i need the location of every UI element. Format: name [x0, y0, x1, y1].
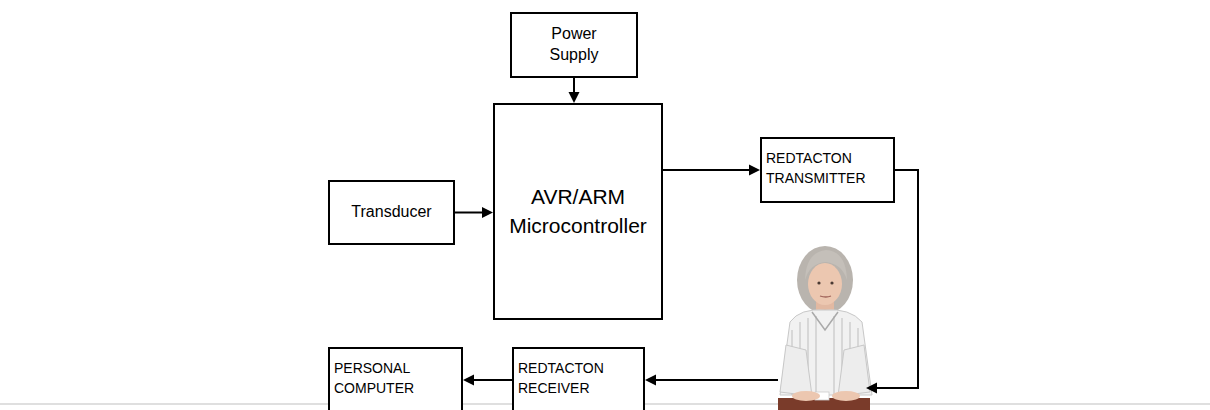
signal-arrow [645, 170, 918, 394]
power-box: Power Supply [510, 12, 638, 78]
signal-arrow [663, 165, 760, 176]
connector-line [663, 169, 751, 171]
arrow-head [749, 165, 760, 176]
connector-line [573, 78, 575, 94]
arrow-head [645, 375, 656, 386]
transmitter-box: REDTACTON TRANSMITTER [760, 137, 895, 203]
signal-arrow [569, 78, 580, 103]
box-label: Transducer [351, 202, 431, 223]
woman-figure [778, 246, 872, 410]
connector-line [654, 379, 778, 381]
signal-arrow [455, 207, 493, 218]
signal-arrow [463, 375, 512, 386]
controller-box: AVR/ARM Microcontroller [493, 103, 663, 320]
arrow-head [482, 207, 493, 218]
arrow-head [866, 383, 877, 394]
connector-line [455, 212, 484, 214]
box-label: PERSONAL COMPUTER [334, 358, 457, 399]
box-label: AVR/ARM Microcontroller [495, 183, 661, 240]
box-label: REDTACTON TRANSMITTER [766, 148, 889, 189]
box-label: Power Supply [534, 24, 614, 66]
arrow-head [569, 92, 580, 103]
receiver-box: REDTACTON RECEIVER [512, 347, 645, 410]
box-label: REDTACTON RECEIVER [518, 358, 639, 399]
computer-box: PERSONAL COMPUTER [328, 347, 463, 410]
arrow-head [463, 375, 474, 386]
sensor-box: Transducer [328, 180, 455, 245]
connector-line [472, 379, 512, 381]
